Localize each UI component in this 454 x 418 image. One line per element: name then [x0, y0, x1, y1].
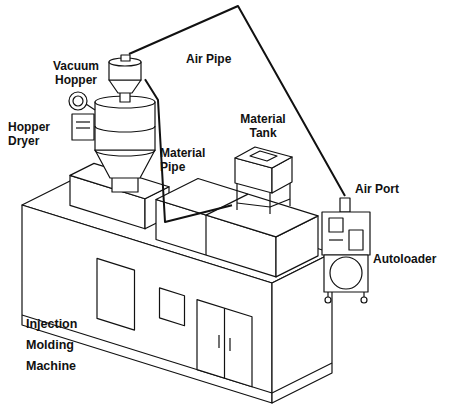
- tank-top: [235, 147, 292, 168]
- tank-brace: [237, 203, 270, 207]
- loader-leg: [327, 292, 328, 297]
- tank-lid: [250, 151, 277, 161]
- component-label: Injection Molding Machine: [26, 314, 88, 377]
- component-node: Hopper Dryer: [64, 97, 160, 200]
- loader-motor: [330, 257, 362, 289]
- clamp-divide: [205, 215, 206, 255]
- hopper-cap: [121, 55, 130, 61]
- door-handle: [218, 335, 219, 348]
- tank-brace: [270, 199, 290, 207]
- loader-panel: [329, 218, 343, 232]
- hopper-cone: [109, 80, 141, 93]
- loader-wheel: [361, 297, 367, 303]
- port-label: Air Port: [355, 182, 415, 196]
- component-node: Injection Molding Machine: [20, 172, 334, 408]
- pipe-label: Air Pipe: [186, 52, 246, 66]
- dryer-gauge: [73, 96, 83, 106]
- tank-leg: [289, 182, 290, 206]
- component-label: Material Tank: [232, 112, 294, 140]
- machine-panel: [97, 258, 135, 330]
- loader-line: [329, 239, 343, 240]
- loader-filter: [349, 230, 363, 250]
- tank-leg: [236, 183, 237, 210]
- dryer-band: [95, 150, 155, 156]
- door-handle: [229, 338, 230, 351]
- component-label: Hopper Dryer: [8, 120, 58, 148]
- dryer-body: [95, 102, 155, 150]
- loader-pipe: [340, 198, 350, 212]
- clamp-divide: [206, 194, 248, 215]
- machine-door: [197, 300, 252, 387]
- component-label: Vacuum Hopper: [47, 59, 105, 87]
- component-node: Material Tank: [232, 145, 294, 216]
- pipe-connector: [145, 79, 232, 222]
- dryer-controller: [72, 114, 94, 140]
- pipe-label: Material Pipe: [160, 146, 216, 174]
- machine-panel: [160, 288, 185, 326]
- loader-cabinet: [322, 212, 370, 255]
- controller-line: [76, 127, 90, 128]
- plinth-line: [272, 363, 332, 393]
- dryer-band: [95, 126, 155, 132]
- pipe-connector: [129, 6, 345, 196]
- dryer-gauge: [69, 92, 87, 110]
- loader-wheel: [325, 297, 331, 303]
- component-node: Autoloader: [318, 196, 372, 304]
- controller-line: [76, 121, 90, 122]
- component-label: Autoloader: [373, 252, 453, 266]
- loader-leg: [363, 292, 364, 297]
- gauge-arm: [86, 104, 95, 110]
- machine-side: [272, 253, 332, 403]
- loader-base: [324, 255, 368, 292]
- dryer-cone: [95, 150, 155, 178]
- clamp-unit: [156, 179, 318, 237]
- component-node: Vacuum Hopper: [105, 54, 145, 96]
- door-split: [224, 308, 225, 378]
- tank-leg: [269, 193, 270, 214]
